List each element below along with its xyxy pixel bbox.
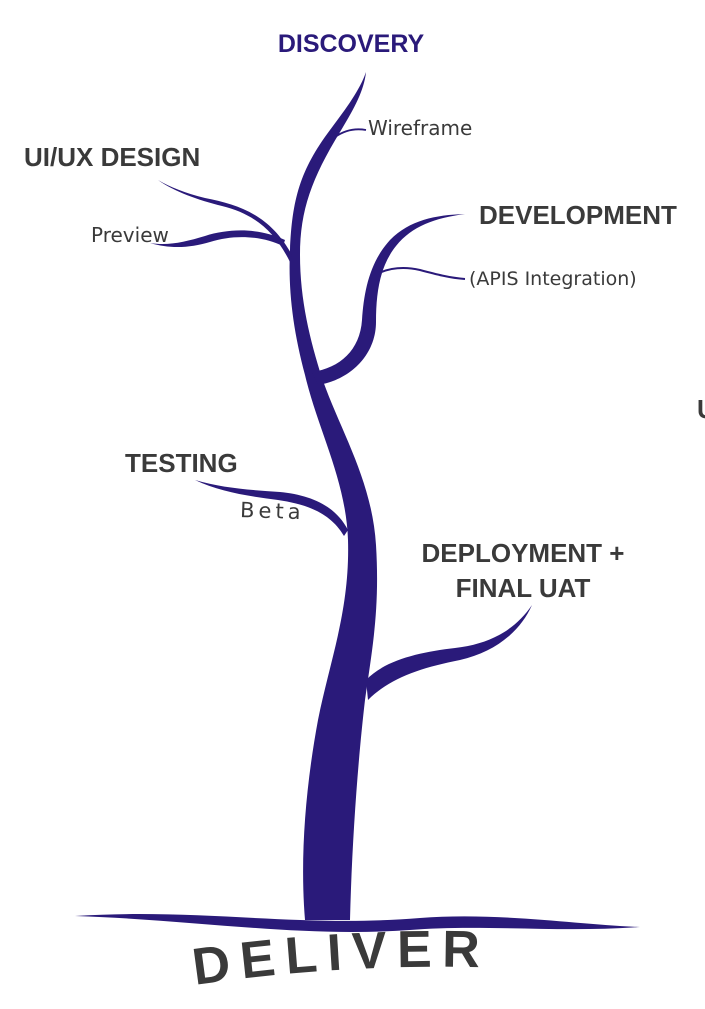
- stage-testing: TESTING: [125, 448, 238, 478]
- tree-trunk: [289, 72, 378, 920]
- edge-fragment-text: U: [697, 394, 705, 424]
- ground-line: [75, 914, 640, 933]
- branch-apis: [369, 267, 466, 280]
- stage-discovery: DISCOVERY: [278, 30, 425, 58]
- sublabel-wireframe: Wireframe: [368, 116, 472, 140]
- sublabel-preview: Preview: [91, 223, 169, 247]
- branch-uiux: [158, 180, 292, 262]
- stage-uiux-design: UI/UX DESIGN: [24, 142, 200, 172]
- branch-wireframe: [334, 128, 367, 138]
- sublabel-beta: Beta: [240, 498, 305, 524]
- branch-preview: [150, 230, 285, 248]
- stage-deployment-line2: FINAL UAT: [456, 573, 591, 603]
- stage-deployment-line1: DEPLOYMENT +: [422, 538, 625, 568]
- branch-deployment: [366, 605, 532, 700]
- stage-development: DEVELOPMENT: [479, 200, 677, 230]
- branch-development: [312, 214, 465, 385]
- sublabel-apis-integration: (APIS Integration): [469, 268, 637, 290]
- branch-testing: [195, 480, 348, 536]
